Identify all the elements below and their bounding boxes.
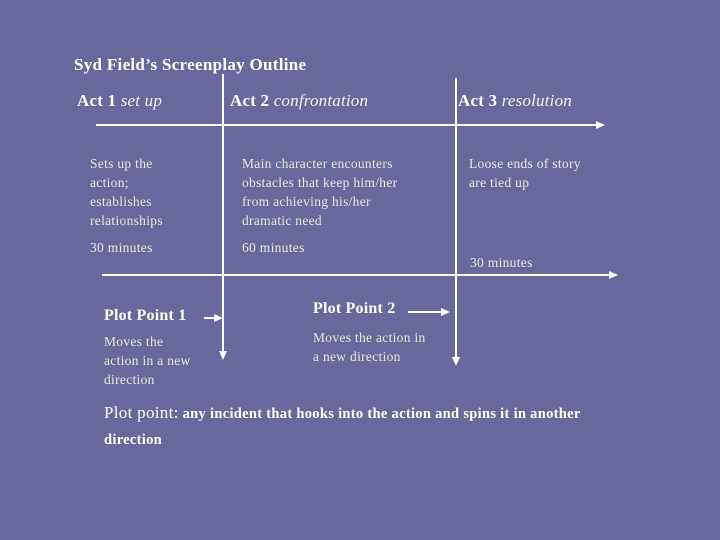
act2-description: Main character encounters obstacles that… (242, 156, 398, 228)
plot-point-definition: Plot point: any incident that hooks into… (104, 400, 664, 453)
plot-point-1-arrowhead-icon (214, 314, 223, 322)
plot-point-2-arrow-line (408, 311, 441, 313)
act2-duration: 60 minutes (242, 240, 305, 255)
act3-subtitle: resolution (501, 91, 573, 110)
act1-subtitle: set up (120, 91, 163, 110)
acts-timeline-lower-arrowhead-icon (609, 271, 618, 279)
plot-point-definition-term: Plot point: (104, 403, 179, 422)
act2-act3-divider-arrowhead-down-icon (452, 357, 460, 366)
plot-point-1-label: Plot Point 1 (104, 307, 187, 324)
acts-timeline-upper-arrowhead-icon (596, 121, 605, 129)
act2-header: Act 2 confrontation (230, 92, 368, 109)
act1-act2-divider-line (222, 74, 224, 351)
acts-timeline-upper-line (96, 124, 596, 126)
act3-duration: 30 minutes (470, 255, 533, 270)
act2-name: Act 2 (230, 91, 270, 110)
act3-description: Loose ends of story are tied up (469, 156, 581, 190)
act3-header: Act 3 resolution (458, 92, 572, 109)
act1-header: Act 1 set up (77, 92, 162, 109)
acts-timeline-lower-line (102, 274, 609, 276)
plot-point-2-arrowhead-icon (441, 308, 450, 316)
act1-name: Act 1 (77, 91, 117, 110)
act1-description: Sets up the action; establishes relation… (90, 156, 163, 228)
plot-point-1-description: Moves the action in a new direction (104, 334, 191, 387)
act1-act2-divider-arrowhead-down-icon (219, 351, 227, 360)
plot-point-definition-text: any incident that hooks into the action … (104, 406, 581, 448)
plot-point-1-arrow-line (204, 317, 214, 319)
slide-title: Syd Field’s Screenplay Outline (74, 55, 307, 74)
act2-subtitle: confrontation (273, 91, 369, 110)
act2-act3-divider-line (455, 78, 457, 357)
act1-duration: 30 minutes (90, 240, 153, 255)
plot-point-2-label: Plot Point 2 (313, 300, 396, 317)
plot-point-2-description: Moves the action in a new direction (313, 330, 426, 364)
act3-name: Act 3 (458, 91, 498, 110)
